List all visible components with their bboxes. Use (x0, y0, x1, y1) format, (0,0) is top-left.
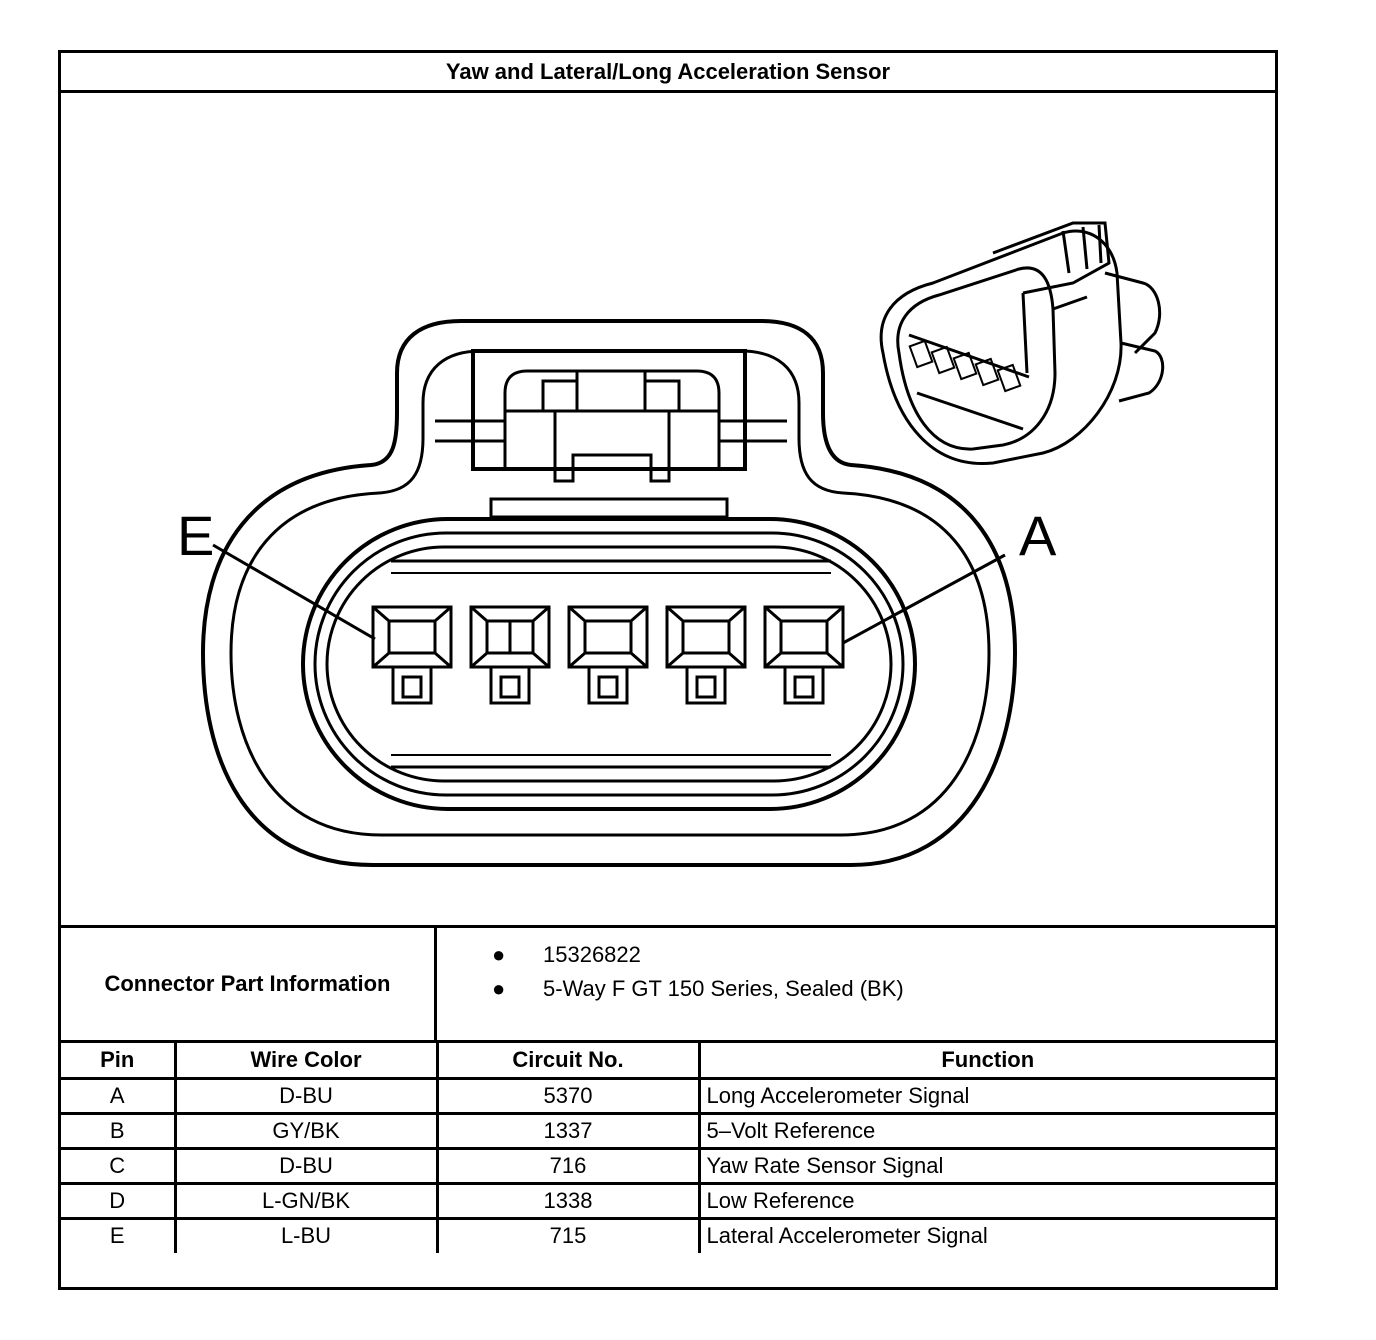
pin-cavity-d (469, 605, 551, 705)
table-row: D L-GN/BK 1338 Low Reference (61, 1181, 1275, 1220)
connector-sheet: Yaw and Lateral/Long Acceleration Sensor (58, 50, 1278, 1290)
header-wire-color: Wire Color (173, 1043, 439, 1080)
cell-pin: C (61, 1146, 177, 1185)
latch-slot-center (575, 369, 647, 413)
connector-part-number: 15326822 (543, 942, 641, 967)
leader-line-e (212, 543, 376, 641)
table-row: A D-BU 5370 Long Accelerometer Signal (61, 1076, 1275, 1115)
pin-cavity-c (567, 605, 649, 705)
connector-part-information: Connector Part Information ● 15326822 ● … (61, 925, 1275, 1043)
latch-slot-right (643, 379, 681, 413)
table-row: B GY/BK 1337 5–Volt Reference (61, 1111, 1275, 1150)
connector-description: 5-Way F GT 150 Series, Sealed (BK) (543, 976, 904, 1001)
cell-function: Lateral Accelerometer Signal (697, 1216, 1275, 1253)
cell-circuit: 1338 (435, 1181, 701, 1220)
pin-cavity-e (371, 605, 453, 705)
cell-pin: E (61, 1216, 177, 1253)
table-row: C D-BU 716 Yaw Rate Sensor Signal (61, 1146, 1275, 1185)
pin-table-header: Pin Wire Color Circuit No. Function (61, 1043, 1275, 1080)
table-row: E L-BU 715 Lateral Accelerometer Signal (61, 1216, 1275, 1253)
latch-slot-left (541, 379, 579, 413)
housing-outer-outline (200, 319, 1018, 867)
connector-info-list: ● 15326822 ● 5-Way F GT 150 Series, Seal… (437, 928, 1275, 1050)
latch-ramp (505, 409, 719, 483)
pin-callout-a: A (1019, 504, 1057, 567)
cell-circuit: 716 (435, 1146, 701, 1185)
cell-function: Yaw Rate Sensor Signal (697, 1146, 1275, 1185)
cell-function: Low Reference (697, 1181, 1275, 1220)
header-circuit: Circuit No. (435, 1043, 701, 1080)
bullet-icon: ● (492, 976, 506, 1001)
latch-frame (471, 349, 747, 471)
connector-drawing: E A (177, 221, 1165, 867)
cell-wire-color: GY/BK (173, 1111, 439, 1150)
pin-cavity-a (763, 605, 845, 705)
cell-wire-color: L-BU (173, 1216, 439, 1253)
cell-pin: A (61, 1076, 177, 1115)
cell-wire-color: D-BU (173, 1146, 439, 1185)
header-function: Function (697, 1043, 1275, 1080)
connector-isometric-illustration (879, 221, 1165, 465)
pin-table: Pin Wire Color Circuit No. Function A D-… (61, 1043, 1275, 1253)
cell-pin: B (61, 1111, 177, 1150)
pin-cavity-b (665, 605, 747, 705)
cell-circuit: 1337 (435, 1111, 701, 1150)
iso-pin-row (908, 339, 1022, 393)
connector-face-diagram: E A (61, 93, 1275, 925)
cell-wire-color: L-GN/BK (173, 1181, 439, 1220)
cell-function: Long Accelerometer Signal (697, 1076, 1275, 1115)
cell-circuit: 715 (435, 1216, 701, 1253)
connector-info-label: Connector Part Information (61, 928, 437, 1040)
bullet-icon: ● (492, 942, 506, 967)
latch-base (489, 497, 729, 519)
cell-pin: D (61, 1181, 177, 1220)
seal-ring-inner (325, 545, 893, 783)
cell-wire-color: D-BU (173, 1076, 439, 1115)
cell-circuit: 5370 (435, 1076, 701, 1115)
header-pin: Pin (61, 1043, 177, 1080)
leader-line-a (842, 553, 1006, 645)
cell-function: 5–Volt Reference (697, 1111, 1275, 1150)
seal-ring-middle (313, 531, 905, 797)
seal-ring-outer (301, 517, 917, 811)
sheet-title: Yaw and Lateral/Long Acceleration Sensor (61, 53, 1275, 93)
connector-info-item: ● 15326822 (437, 938, 1275, 972)
connector-info-item: ● 5-Way F GT 150 Series, Sealed (BK) (437, 972, 1275, 1006)
pin-callout-e: E (177, 504, 214, 567)
